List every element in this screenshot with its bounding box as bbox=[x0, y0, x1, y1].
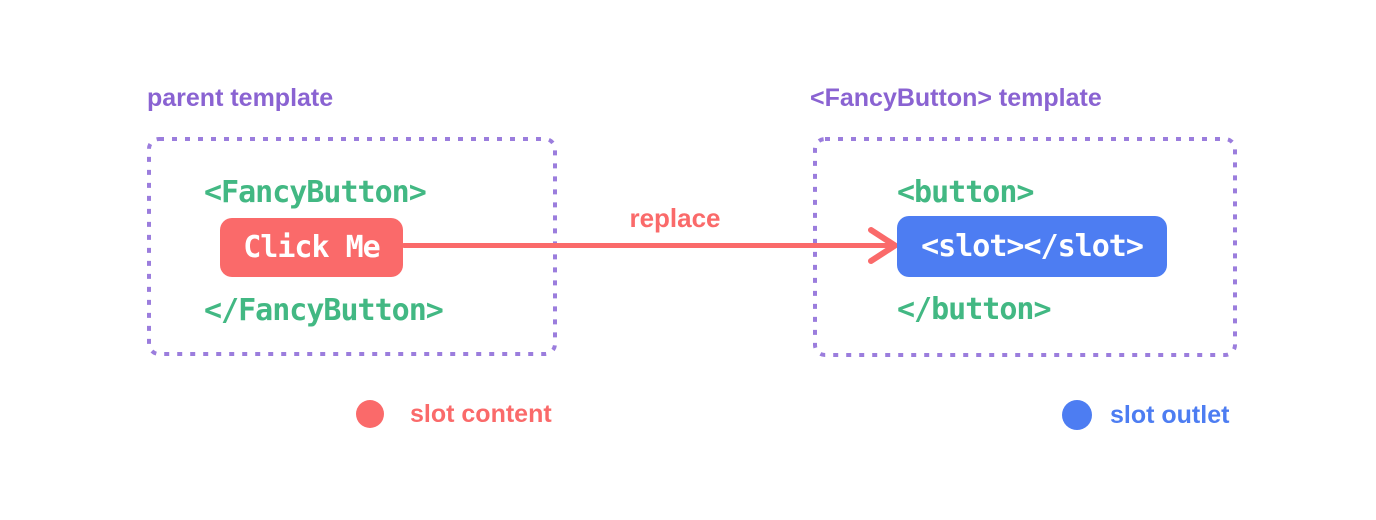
slot-code: <slot></slot> bbox=[921, 228, 1144, 264]
parent-template-title: parent template bbox=[147, 84, 334, 112]
button-open-tag: <button> bbox=[897, 175, 1034, 210]
slot-content-dot-icon bbox=[356, 400, 384, 428]
legend-slot-content: slot content bbox=[356, 400, 552, 428]
click-me-button-label: Click Me bbox=[243, 229, 380, 265]
button-close-tag: </button> bbox=[897, 292, 1052, 327]
slot-outlet-box: <slot></slot> bbox=[897, 216, 1167, 277]
slot-outlet-dot-icon bbox=[1062, 400, 1092, 430]
fancybutton-close-tag: </FancyButton> bbox=[204, 293, 444, 328]
click-me-button: Click Me bbox=[220, 218, 403, 277]
legend-slot-outlet: slot outlet bbox=[1062, 400, 1229, 430]
replace-label: replace bbox=[629, 203, 721, 233]
fancybutton-template-title: <FancyButton> template bbox=[810, 84, 1102, 112]
slot-content-label: slot content bbox=[410, 400, 552, 428]
replace-arrow-head-icon bbox=[868, 227, 898, 264]
fancybutton-open-tag: <FancyButton> bbox=[204, 175, 427, 210]
slot-outlet-label: slot outlet bbox=[1110, 401, 1230, 429]
